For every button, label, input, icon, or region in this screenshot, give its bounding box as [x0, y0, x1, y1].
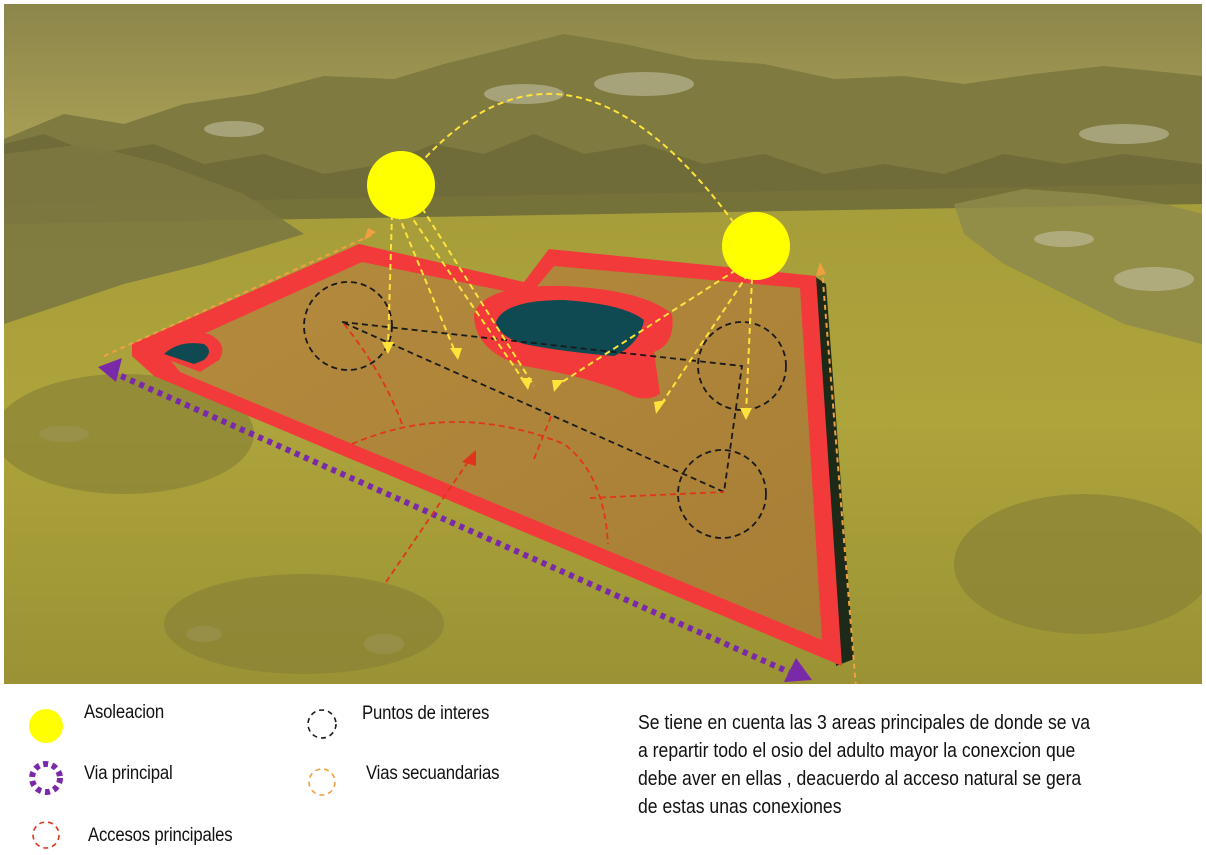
description-line: debe aver en ellas , deacuerdo al acceso…	[638, 768, 1082, 790]
mountain-left-slope	[4, 144, 304, 324]
description-line: a repartir todo el osio del adulto mayor…	[638, 740, 1076, 762]
site-diagram-scene	[4, 4, 1202, 684]
acceso-arrow	[462, 450, 476, 466]
punto-interes-2	[697, 321, 787, 411]
small-pond-water	[164, 343, 209, 364]
puntos-de-interes	[303, 281, 787, 539]
description-line: de estas unas conexiones	[638, 796, 842, 818]
via-principal-arrow-end	[784, 658, 812, 682]
site-floor	[164, 262, 822, 640]
punto-interes-1	[303, 281, 393, 371]
via-principal-path	[98, 358, 812, 682]
vias-secundarias-icon	[308, 768, 336, 796]
puntos-interes-connection	[341, 321, 744, 494]
via-secundaria-arrow-left	[364, 228, 376, 240]
puntos-de-interes-icon	[307, 709, 337, 739]
foreground-hills	[4, 374, 1202, 674]
central-pond-water	[496, 300, 644, 356]
sun-path-arc	[405, 92, 743, 235]
sun-rays	[387, 92, 753, 415]
sun-icon-afternoon	[722, 212, 790, 280]
sun-icon-morning	[367, 151, 435, 219]
vias-secundarias-paths	[103, 233, 857, 684]
diagram-description: Se tiene en cuenta las 3 areas principal…	[638, 709, 1184, 821]
mountain-right-hills	[954, 189, 1202, 344]
legend-label-accesos-principales: Accesos principales	[88, 825, 233, 846]
via-principal-icon	[29, 761, 63, 795]
site-enclosure	[132, 244, 854, 666]
punto-interes-3	[677, 449, 767, 539]
accesos-principales	[343, 323, 725, 583]
mountain-range-back	[4, 34, 1202, 204]
legend-label-vias-secundarias: Vias secuandarias	[366, 763, 500, 784]
via-principal-arrow-start	[98, 358, 122, 382]
wall-side-shade	[814, 276, 854, 666]
sun-icon	[29, 709, 63, 743]
legend-label-asoleacion: Asoleacion	[84, 702, 165, 723]
description-line: Se tiene en cuenta las 3 areas principal…	[638, 712, 1091, 734]
via-secundaria-arrow-right	[816, 262, 826, 276]
sun-ray-arrows	[382, 342, 752, 420]
legend-label-puntos-de-interes: Puntos de interes	[362, 703, 490, 724]
accesos-principales-icon	[32, 821, 60, 849]
mountain-range-front	[4, 134, 1202, 224]
legend-label-via-principal: Via principal	[84, 763, 173, 784]
